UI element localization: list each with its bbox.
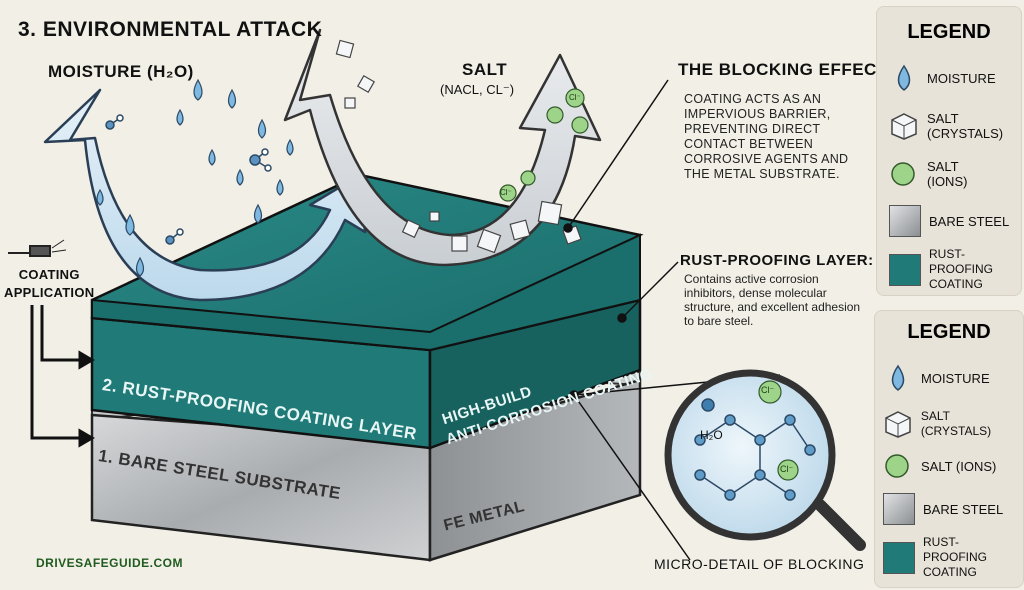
application-arrows	[30, 305, 95, 448]
legend-title: LEGEND	[907, 21, 991, 43]
salt-crystal-icon	[885, 411, 911, 438]
water-molecules	[105, 114, 272, 245]
legend-label: SALT (IONS)	[927, 159, 968, 189]
salt-sublabel: (NaCl, Cl⁻)	[440, 82, 515, 97]
micro-h2o-label: H₂O	[700, 428, 723, 442]
legend-title: LEGEND	[907, 321, 991, 343]
ion-label-arrow-1: Cl⁻	[569, 93, 581, 102]
legend-panel-bottom: LEGEND MOISTURE SALT (CRYSTALS) SALT (IO…	[874, 310, 1024, 588]
legend-item-coating: RUST-PROOFING COATING	[889, 247, 1019, 292]
salt-crystal-icon	[891, 113, 917, 140]
ion-icon	[891, 162, 915, 186]
droplet-icon	[891, 364, 905, 391]
magnifier-micro-detail	[664, 369, 866, 551]
legend-item-bare-steel: BARE STEEL	[883, 493, 1003, 525]
coating-application-line1: COATING	[18, 267, 80, 282]
legend-label: SALT (IONS)	[921, 458, 997, 474]
coating-application-label: COATING APPLICATION	[4, 266, 94, 302]
steel-swatch	[889, 205, 921, 237]
ion-icon	[885, 454, 909, 478]
rust-layer-body: Contains active corrosion inhibitors, de…	[684, 272, 861, 328]
legend-label: RUST-PROOFING COATING	[923, 535, 988, 579]
legend-item-coating: RUST-PROOFING COATING	[883, 535, 1013, 580]
rust-layer-title: RUST-PROOFING LAYER:	[680, 252, 874, 269]
chloride-ions	[499, 88, 589, 202]
legend-label: MOISTURE	[921, 370, 990, 386]
micro-detail-label: MICRO-DETAIL OF BLOCKING	[654, 556, 865, 572]
micro-ion-label-2: Cl⁻	[780, 464, 794, 474]
legend-item-salt-ions: SALT (IONS)	[889, 159, 997, 189]
legend-label: SALT (CRYSTALS)	[927, 111, 1004, 141]
salt-label: SALT	[462, 60, 508, 79]
moisture-deflection-arrow	[43, 88, 367, 302]
brand-watermark: DRIVESAFEGUIDE.COM	[36, 556, 184, 570]
legend-item-salt-crystals: SALT (CRYSTALS)	[889, 111, 1007, 141]
steel-swatch	[883, 493, 915, 525]
diagram-title: 3. ENVIRONMENTAL ATTACK	[18, 18, 323, 41]
salt-deflection-arrow	[283, 28, 602, 267]
legend-item-moisture: MOISTURE	[889, 63, 996, 93]
moisture-droplets	[96, 78, 294, 277]
coating-swatch	[883, 541, 915, 574]
legend-item-salt-ions: SALT (IONS)	[883, 451, 996, 481]
droplet-icon	[897, 64, 911, 91]
coating-application-line2: APPLICATION	[4, 285, 95, 300]
moisture-label: MOISTURE (H₂O)	[48, 62, 194, 81]
legend-item-bare-steel: BARE STEEL	[889, 205, 1009, 237]
blocking-effect-body: COATING ACTS AS AN IMPERVIOUS BARRIER, P…	[684, 92, 849, 181]
blocking-effect-title: THE BLOCKING EFFECT	[678, 60, 888, 79]
legend-label: BARE STEEL	[923, 501, 1004, 517]
legend-label: RUST-PROOFING COATING	[929, 247, 994, 291]
legend-label: SALT (CRYSTALS)	[920, 409, 992, 438]
sprayer-icon	[8, 239, 67, 257]
legend-panel-top: LEGEND MOISTURE SALT (CRYSTALS) SALT (IO…	[876, 6, 1022, 296]
micro-ion-label-1: Cl⁻	[761, 385, 775, 395]
legend-item-salt-crystals: SALT (CRYSTALS)	[883, 409, 1023, 439]
legend-item-moisture: MOISTURE	[883, 363, 990, 393]
legend-label: BARE STEEL	[929, 213, 1010, 229]
ion-label-arrow-2: Cl⁻	[500, 188, 512, 197]
legend-label: MOISTURE	[927, 70, 996, 86]
coating-swatch	[889, 253, 921, 286]
